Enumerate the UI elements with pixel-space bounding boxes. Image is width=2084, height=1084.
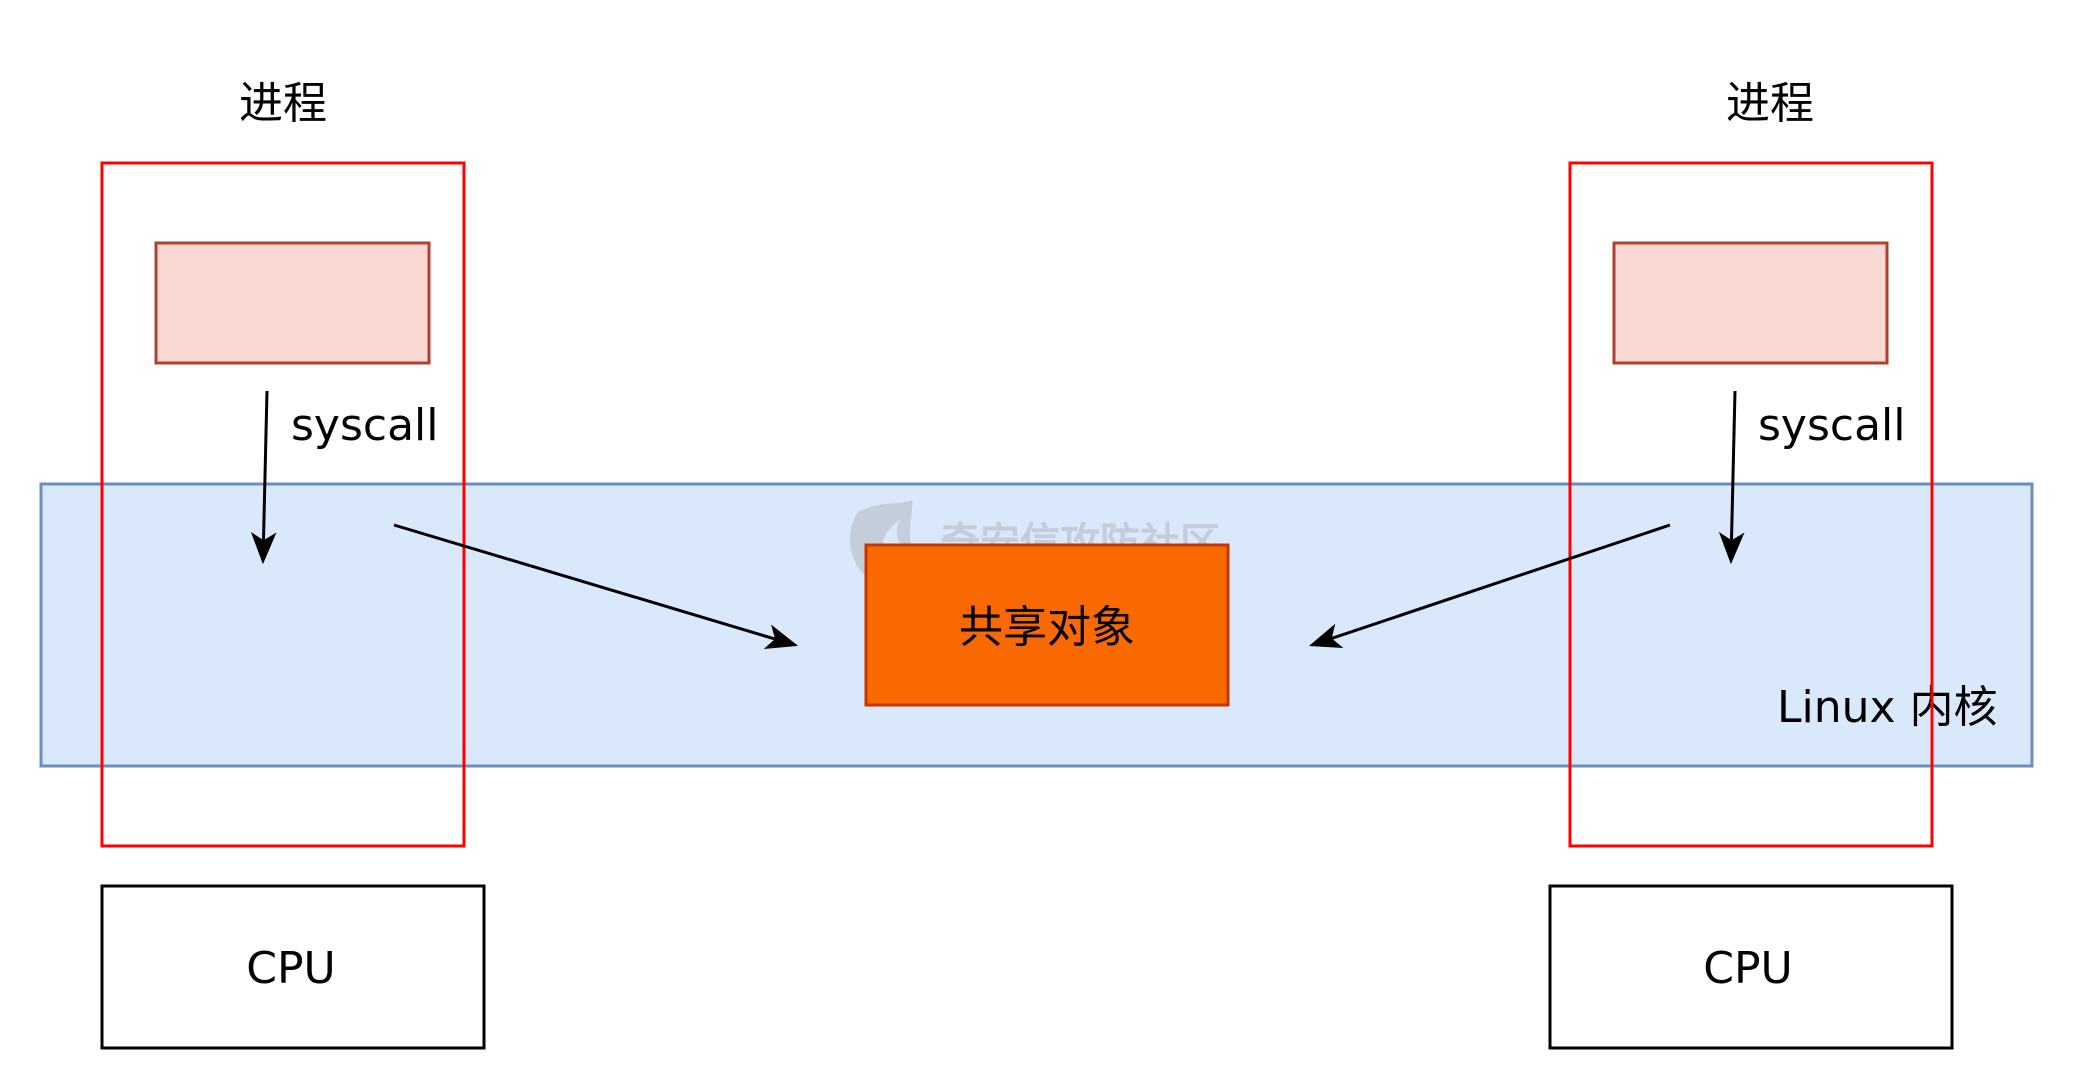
- left-to-shared-arrow: [393, 523, 799, 650]
- process-right-syscall-label: syscall: [1758, 400, 1906, 451]
- right-to-shared-arrow: [1308, 523, 1671, 648]
- process-left-box: [100, 161, 466, 848]
- cpu-left-box: [100, 884, 486, 1050]
- cpu-right: CPU: [1548, 884, 1954, 1050]
- process-right-buffer: [1612, 241, 1889, 365]
- process-right: 进程 syscall: [1568, 78, 1934, 848]
- cpu-right-label: CPU: [1703, 943, 1792, 994]
- process-left: 进程 syscall: [100, 78, 466, 848]
- shared-object-label: 共享对象: [959, 602, 1135, 653]
- process-right-syscall-arrow: [1718, 390, 1745, 565]
- process-left-buffer: [154, 241, 431, 365]
- cpu-left: CPU: [100, 884, 486, 1050]
- cpu-right-box: [1548, 884, 1954, 1050]
- cpu-left-label: CPU: [246, 943, 335, 994]
- kernel-label: Linux 内核: [1777, 682, 1998, 733]
- process-left-syscall-label: syscall: [291, 400, 439, 451]
- process-left-syscall-arrow: [250, 390, 277, 565]
- shared-object-box: [864, 543, 1230, 707]
- process-right-title: 进程: [1726, 78, 1814, 129]
- process-right-box: [1568, 161, 1934, 848]
- process-left-title: 进程: [239, 78, 327, 129]
